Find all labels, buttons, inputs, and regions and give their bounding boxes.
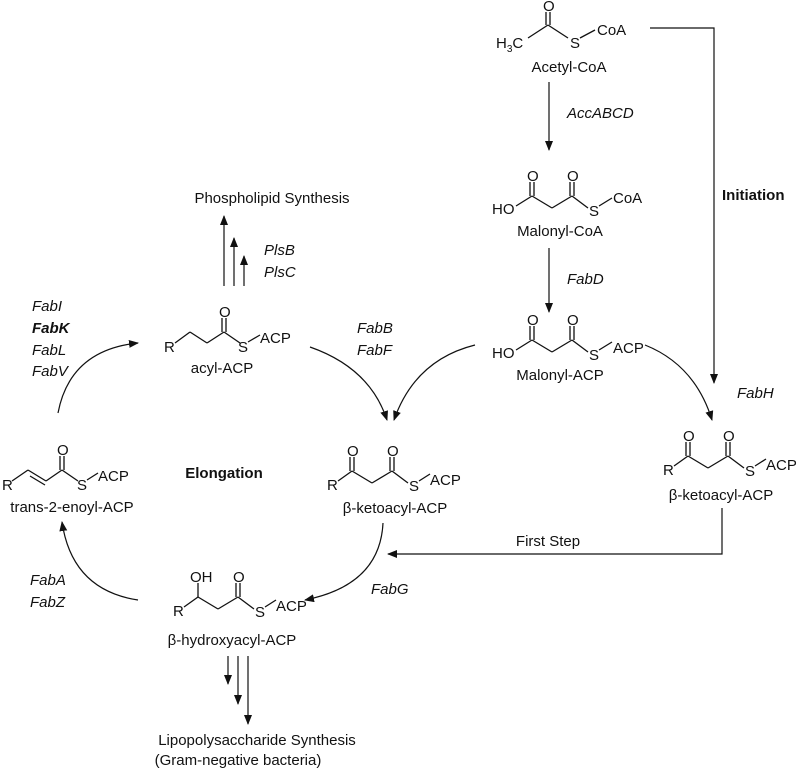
svg-text:R: R [164,339,175,356]
svg-text:S: S [255,604,265,621]
arrow-ketoacyl-to-hydroxyacyl [304,522,384,603]
enzyme-fabz: FabZ [30,594,66,611]
svg-text:O: O [347,443,359,460]
svg-text:R: R [327,477,338,494]
initiation-label: Initiation [722,187,785,204]
svg-text:O: O [387,443,399,460]
svg-text:S: S [589,203,599,220]
acyl-acp-structure: R O S ACP acyl-ACP [164,304,291,377]
svg-text:ACP: ACP [276,598,307,615]
first-step-label: First Step [516,533,580,550]
svg-text:HO: HO [492,201,515,218]
svg-text:O: O [527,312,539,329]
enzyme-fabf: FabF [357,342,393,359]
enzyme-faba: FabA [30,572,66,589]
hydroxyacyl-acp-label: β-hydroxyacyl-ACP [168,632,297,649]
acyl-acp-label: acyl-ACP [191,360,254,377]
svg-text:S: S [589,347,599,364]
h3c-atom: H3C [496,35,523,55]
enzyme-fabi: FabI [32,298,62,315]
svg-text:S: S [77,477,87,494]
gram-negative-label: (Gram-negative bacteria) [155,752,322,769]
enzyme-fabg: FabG [371,581,409,598]
arrow-hydroxyacyl-to-enoyl [59,521,139,601]
svg-text:O: O [723,428,735,445]
enzyme-fabk: FabK [32,320,71,337]
malonyl-coa-structure: HO O O S CoA Malonyl-CoA [492,168,642,240]
ketoacyl-acp-right-structure: R O O S ACP β-ketoacyl-ACP [663,428,797,504]
ketoacyl-acp-right-label: β-ketoacyl-ACP [669,487,774,504]
enoyl-acp-structure: R O S ACP trans-2-enoyl-ACP [2,442,134,516]
arrow-initiation [650,27,718,384]
enoyl-acp-label: trans-2-enoyl-ACP [10,499,133,516]
svg-text:O: O [683,428,695,445]
svg-text:S: S [409,478,419,495]
enzyme-fabb: FabB [357,320,393,337]
svg-text:ACP: ACP [613,340,644,357]
svg-text:O: O [57,442,69,459]
svg-text:CoA: CoA [613,190,642,207]
svg-text:ACP: ACP [430,472,461,489]
svg-text:ACP: ACP [260,330,291,347]
svg-text:O: O [567,168,579,185]
arrow-malonyl-to-ketoacyl [393,344,476,421]
svg-text:S: S [745,463,755,480]
svg-text:R: R [663,462,674,479]
svg-text:O: O [527,168,539,185]
svg-text:OH: OH [190,569,213,586]
enzyme-fabh: FabH [737,385,774,402]
enzyme-fabl: FabL [32,342,66,359]
malonyl-coa-label: Malonyl-CoA [517,223,603,240]
hydroxyacyl-acp-structure: R OH O S ACP β-hydroxyacyl-ACP [168,569,307,649]
svg-text:S: S [238,339,248,356]
svg-text:O: O [233,569,245,586]
oxygen-atom: O [543,0,555,15]
svg-text:O: O [567,312,579,329]
arrow-malonyl-to-fabh [644,344,714,421]
arrow-first-step [387,508,723,558]
enzyme-plsc: PlsC [264,264,296,281]
enzyme-plsb: PlsB [264,242,295,259]
svg-text:O: O [219,304,231,321]
ketoacyl-acp-center-structure: R O O S ACP β-ketoacyl-ACP [327,443,461,517]
svg-text:R: R [2,477,13,494]
sulfur-atom: S [570,35,580,52]
lps-label: Lipopolysaccharide Synthesis [158,732,356,749]
acetyl-coa-label: Acetyl-CoA [531,59,606,76]
malonyl-acp-label: Malonyl-ACP [516,367,604,384]
svg-text:R: R [173,603,184,620]
svg-text:HO: HO [492,345,515,362]
acetyl-coa-structure: H3C O S CoA Acetyl-CoA [496,0,626,76]
arrow-acyl-to-ketoacyl [309,346,389,421]
ketoacyl-acp-center-label: β-ketoacyl-ACP [343,500,448,517]
elongation-label: Elongation [185,465,263,482]
svg-text:ACP: ACP [766,457,797,474]
enzyme-fabv: FabV [32,363,70,380]
malonyl-acp-structure: HO O O S ACP Malonyl-ACP [492,312,644,384]
phospholipid-label: Phospholipid Synthesis [194,190,349,207]
coa-group: CoA [597,22,626,39]
arrow-enoyl-to-acyl [57,339,139,414]
enzyme-accabcd: AccABCD [566,105,634,122]
svg-text:ACP: ACP [98,468,129,485]
enzyme-fabd: FabD [567,271,604,288]
